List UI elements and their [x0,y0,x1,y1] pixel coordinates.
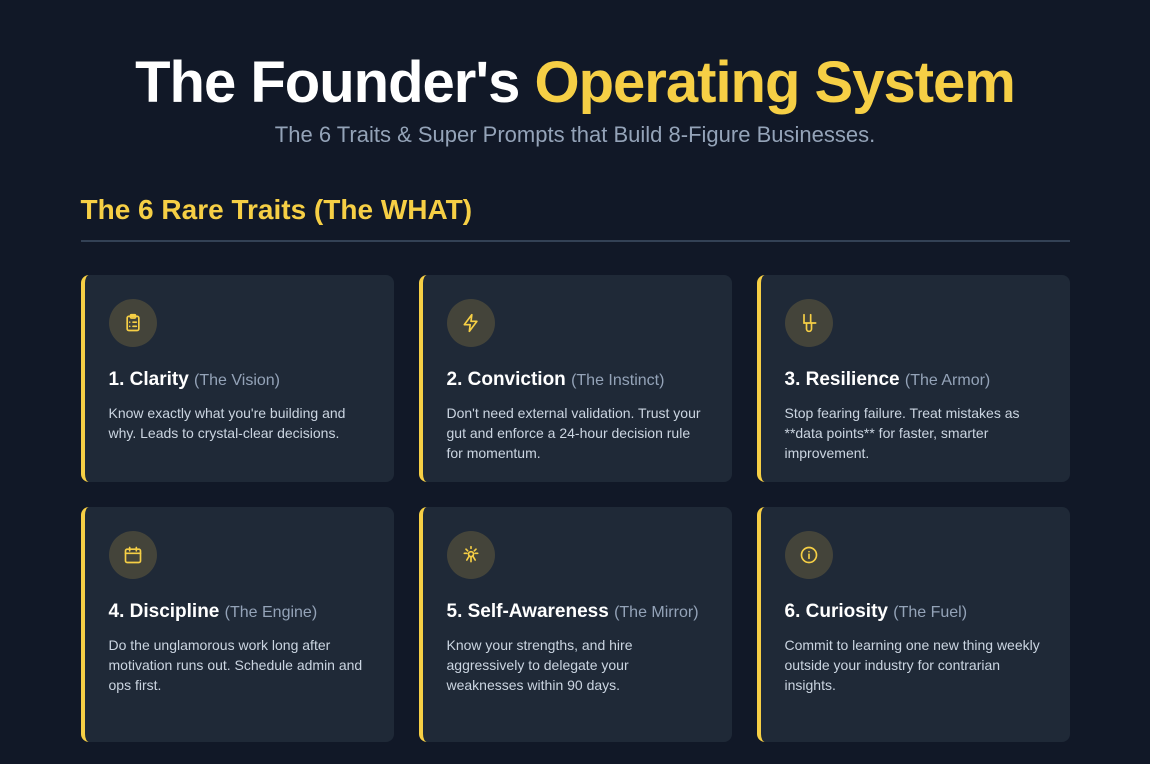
trait-card: 1. Clarity (The Vision) Know exactly wha… [80,275,394,482]
trait-description: Do the unglamorous work long after motiv… [108,637,363,693]
trait-subtitle: (The Fuel) [893,604,968,621]
trait-card: 2. Conviction (The Instinct) Don't need … [418,275,732,482]
trait-card: 6. Curiosity (The Fuel) Commit to learni… [756,507,1070,742]
page: The Founder's Operating System The 6 Tra… [80,0,1070,742]
trait-title: 2. Conviction [446,369,566,390]
trait-description: Know your strengths, and hire aggressive… [446,637,633,693]
trait-card: 4. Discipline (The Engine) Do the unglam… [80,507,394,742]
title-highlight: Operating System [534,50,1016,115]
trait-description: Don't need external validation. Trust yo… [446,405,701,461]
trait-title: 4. Discipline [108,601,220,622]
title-text: The Founder's [135,50,535,115]
trait-subtitle: (The Vision) [194,372,281,389]
trait-title: 5. Self-Awareness [446,601,609,622]
section-title: The 6 Rare Traits (The WHAT) [80,194,1070,242]
lightbulb-icon [446,531,495,579]
trait-title: 3. Resilience [784,369,900,390]
calendar-icon [108,531,157,579]
lightning-icon [446,299,495,347]
info-icon [784,531,833,579]
trait-description: Stop fearing failure. Treat mistakes as … [784,405,1020,461]
trait-card: 3. Resilience (The Armor) Stop fearing f… [756,275,1070,482]
trait-title: 1. Clarity [108,369,189,390]
page-title: The Founder's Operating System [81,50,1070,116]
trait-subtitle: (The Instinct) [571,372,665,389]
traits-grid: 1. Clarity (The Vision) Know exactly wha… [80,275,1070,742]
trait-subtitle: (The Armor) [904,372,991,389]
trait-description: Know exactly what you're building and wh… [108,405,346,441]
clipboard-icon [108,299,157,347]
trait-subtitle: (The Engine) [224,604,318,621]
trait-title: 6. Curiosity [784,601,888,622]
page-subtitle: The 6 Traits & Super Prompts that Build … [274,122,876,147]
armor-icon [784,299,833,347]
trait-subtitle: (The Mirror) [614,604,699,621]
trait-description: Commit to learning one new thing weekly … [784,637,1040,693]
trait-card: 5. Self-Awareness (The Mirror) Know your… [418,507,732,742]
